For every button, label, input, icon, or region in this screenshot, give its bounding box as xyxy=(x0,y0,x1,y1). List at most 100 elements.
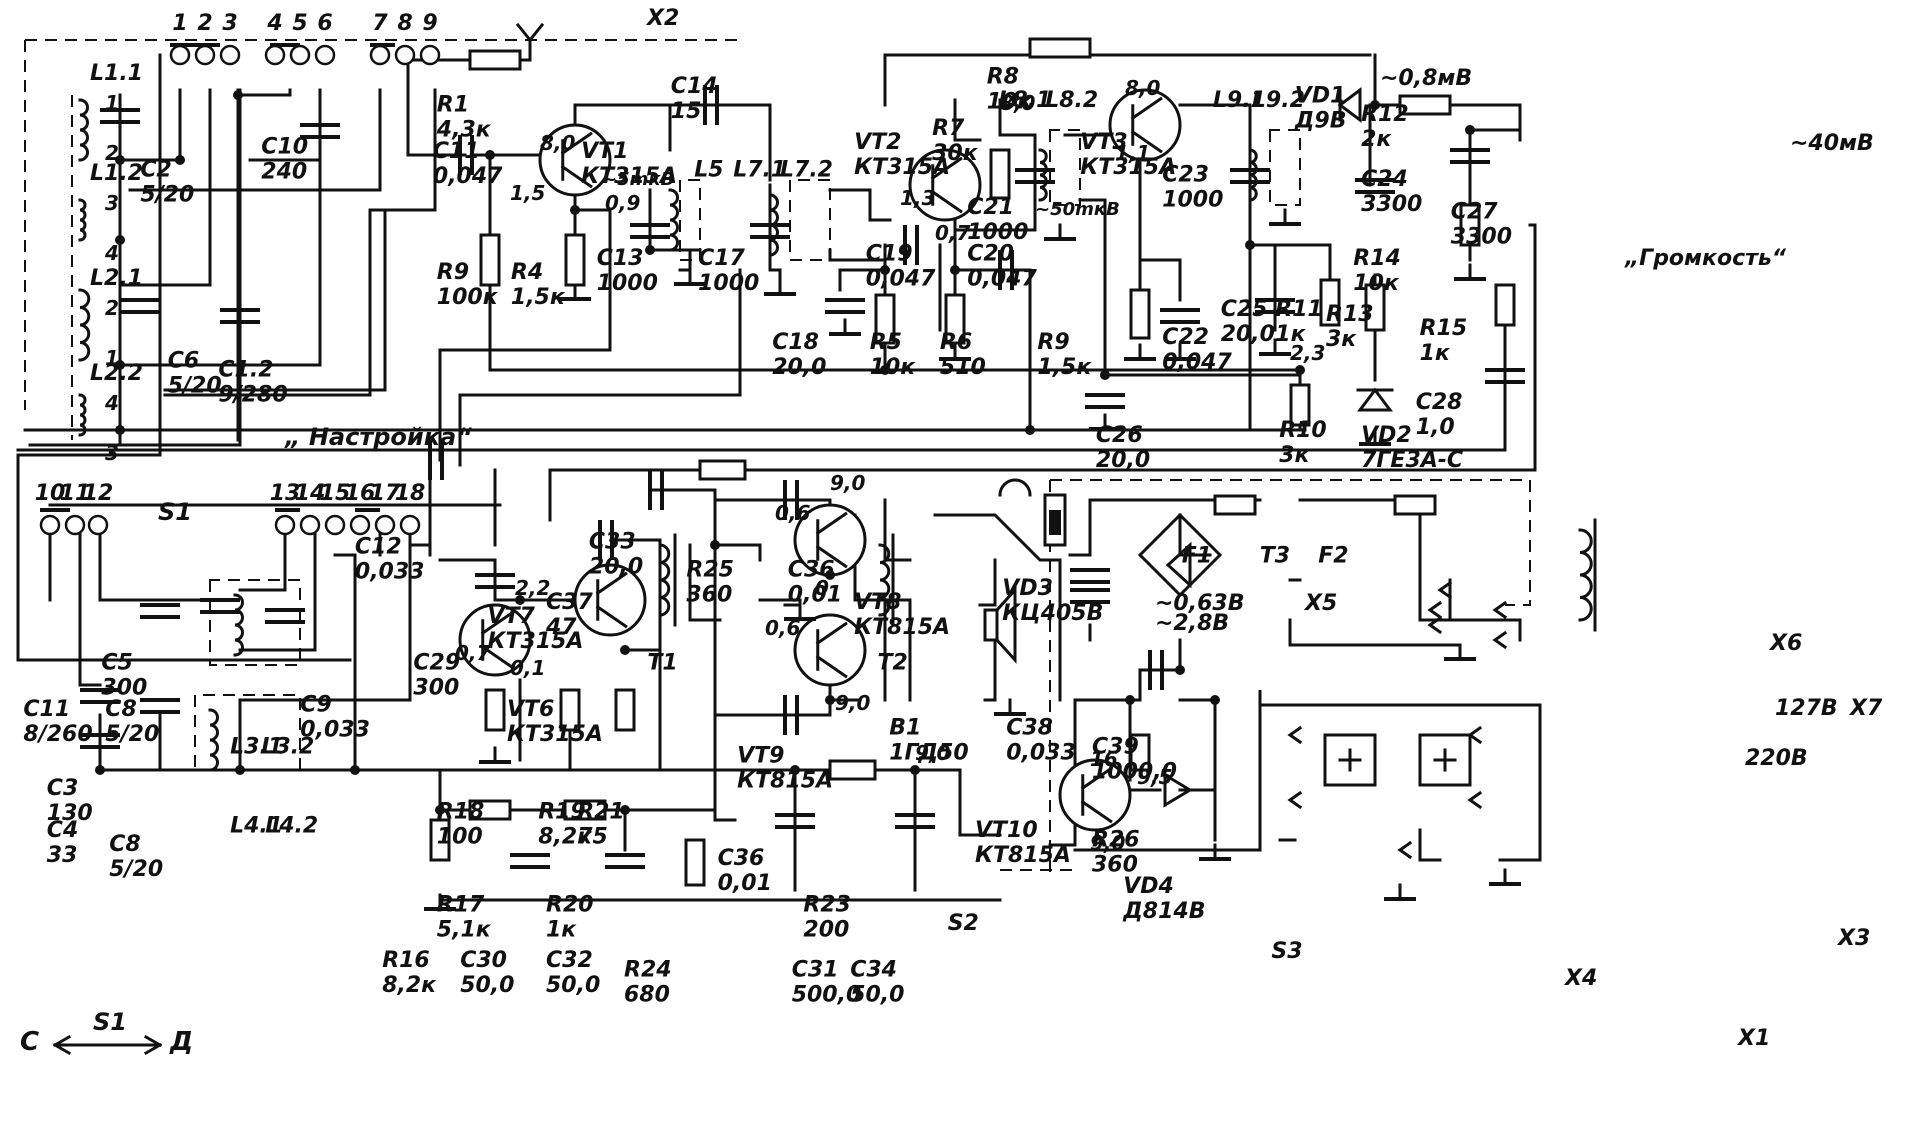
inductor-coil xyxy=(233,593,244,657)
speaker-icon xyxy=(994,586,1017,664)
component-name: R13 xyxy=(1326,302,1374,327)
junction-dot xyxy=(880,265,890,275)
junction-dot xyxy=(175,155,185,165)
terminal-pin xyxy=(299,514,321,536)
component-value: 8,2к xyxy=(538,824,593,849)
coil-label: L1.2 xyxy=(90,161,143,186)
component-value: КТ815А xyxy=(854,615,950,640)
voltage-value: 2,3 xyxy=(1290,341,1325,365)
component-value: 0,033 xyxy=(300,717,370,742)
wire xyxy=(238,528,317,652)
battery-icon xyxy=(1338,748,1457,772)
component-name: C9 xyxy=(300,692,331,717)
wire xyxy=(1288,618,1462,647)
headphone-icon xyxy=(998,478,1032,497)
component-name: L8.2 xyxy=(1045,88,1098,113)
pin-label: 1 xyxy=(172,11,187,36)
pin-label: 8 xyxy=(397,11,412,36)
wire xyxy=(118,88,212,287)
component-value: 5/20 xyxy=(168,373,222,398)
component-value: 1,5к xyxy=(511,285,566,310)
component-value: 10к xyxy=(1353,271,1400,296)
coil-pin: 2 xyxy=(105,296,119,320)
coil-shield xyxy=(194,694,301,771)
resistor xyxy=(1129,733,1151,772)
junction-dot xyxy=(233,90,243,100)
component-name: VT1 xyxy=(581,139,628,164)
component-name: R18 xyxy=(437,799,485,824)
wire xyxy=(933,513,1062,702)
wire xyxy=(958,268,1032,432)
zener-vd4 xyxy=(1163,772,1193,808)
component-value: 2к xyxy=(1361,127,1392,152)
component-value: 0,047 xyxy=(866,266,936,291)
bridge-vd3 xyxy=(1137,512,1223,598)
junction-dot xyxy=(350,765,360,775)
component-name: R9 xyxy=(437,260,469,285)
component-name: R16 xyxy=(382,948,430,973)
component-value: 0,033 xyxy=(1006,741,1076,766)
coil-pin: 1 xyxy=(105,91,119,115)
component-value: КТ315А xyxy=(581,164,677,189)
resistor xyxy=(828,759,877,781)
voltage-note: ~40мВ xyxy=(1790,131,1874,156)
component-value: 0,01 xyxy=(718,871,772,896)
component-name: R15 xyxy=(1420,316,1468,341)
component-value: КТ815А xyxy=(737,769,833,794)
voltage-value: 16 xyxy=(1090,747,1118,771)
wire xyxy=(458,268,742,467)
component-value: 100 xyxy=(437,824,483,849)
component-name: L7.2 xyxy=(780,158,833,183)
voltage-value: 0,6 xyxy=(775,501,811,525)
component-name: C36 xyxy=(788,558,835,583)
pin-label: 13 xyxy=(270,481,301,506)
component-value: 1к xyxy=(546,917,577,942)
wire xyxy=(1278,828,1542,862)
component-name: C11 xyxy=(23,697,70,722)
component-name: L4.1 xyxy=(230,813,283,838)
resistor xyxy=(1289,383,1311,427)
component-value: 5/20 xyxy=(140,183,194,208)
component-name: C31 xyxy=(792,958,839,983)
junction-dot xyxy=(115,360,125,370)
component-value: 20,0 xyxy=(589,555,643,580)
junction-dot xyxy=(115,235,125,245)
switch-caption: Д xyxy=(169,1027,193,1057)
component-name: L5 xyxy=(694,158,723,183)
diode-vd1 xyxy=(1337,87,1362,123)
junction-dot xyxy=(1295,365,1305,375)
junction-dot xyxy=(880,365,890,375)
component-value: 0,047 xyxy=(433,164,503,189)
voltage-value: 1,5 xyxy=(510,181,545,205)
resistor xyxy=(479,233,501,287)
component-name: C24 xyxy=(1361,167,1408,192)
component-value: 100к xyxy=(437,285,499,310)
component-name: C25 xyxy=(1221,297,1268,322)
inductor-coil xyxy=(1038,148,1048,202)
resistor xyxy=(563,799,607,821)
transistor-leads xyxy=(1130,96,1163,154)
wire xyxy=(953,98,982,142)
switch-label: S1 xyxy=(158,498,192,526)
wire xyxy=(983,638,997,702)
component-value: 3300 xyxy=(1361,192,1422,217)
voltage-value: 0,7 xyxy=(935,221,971,245)
component-value: 20,0 xyxy=(1096,448,1150,473)
component-name: C14 xyxy=(671,74,718,99)
transistor-vt9 xyxy=(793,613,867,687)
inductor-coil xyxy=(668,188,679,252)
transistor-vt1 xyxy=(538,123,612,197)
junction-dot xyxy=(620,805,630,815)
component-value: 50,0 xyxy=(850,983,904,1008)
inductor-coil xyxy=(878,543,891,617)
transistor-vt7 xyxy=(573,563,647,637)
wire xyxy=(16,453,352,662)
component-name: VT8 xyxy=(854,590,901,615)
voltage-value: 0,7 xyxy=(455,641,491,665)
junction-dot xyxy=(1175,665,1185,675)
component-name: F2 xyxy=(1318,544,1348,569)
resistor xyxy=(614,688,636,732)
wire xyxy=(98,528,232,602)
coil-pin: 4 xyxy=(104,241,119,265)
wire xyxy=(28,88,242,447)
